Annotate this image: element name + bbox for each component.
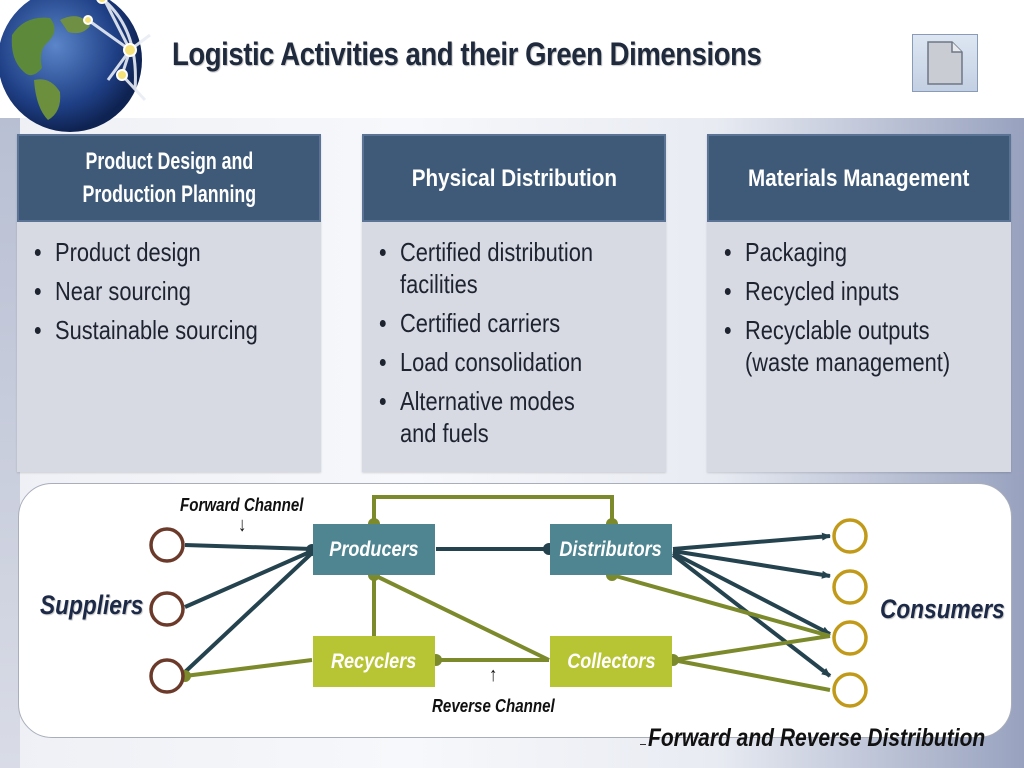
reverse-links	[184, 495, 831, 692]
list-item: Certified distribution facilities	[379, 236, 606, 300]
diagram-caption: Forward and Reverse Distribution	[648, 724, 986, 752]
caption-rule	[640, 744, 646, 745]
supplier-nodes	[149, 527, 185, 694]
list-item: Product design	[34, 236, 319, 268]
list-item: Packaging	[724, 236, 1009, 268]
producers-node: Producers	[313, 524, 435, 575]
node-label: Distributors	[559, 537, 663, 561]
link-supplier3-producers	[183, 551, 314, 674]
panel-list: Certified distribution facilities Certif…	[362, 236, 666, 449]
link-supplier2-producers	[184, 549, 313, 609]
panel-heading-line: Materials Management	[748, 164, 970, 192]
panel-materials-management: Materials Management Packaging Recycled …	[707, 134, 1011, 472]
recyclers-node: Recyclers	[313, 636, 435, 687]
document-button[interactable]	[912, 34, 978, 92]
link-supplier1-producers	[184, 543, 313, 551]
panel-heading: Physical Distribution	[362, 134, 666, 222]
link-collectors-consumer4	[672, 658, 831, 692]
supplier-node	[149, 591, 185, 627]
globe-logo	[0, 0, 151, 132]
forward-channel-label: Forward Channel	[180, 495, 304, 515]
link-top-loop	[372, 495, 614, 524]
forward-channel-arrow: ↓	[238, 514, 247, 536]
consumer-node	[832, 569, 868, 605]
list-item: Recycled inputs	[724, 275, 1009, 307]
suppliers-label: Suppliers	[40, 590, 144, 620]
panel-list: Packaging Recycled inputs Recyclable out…	[707, 236, 1011, 378]
link-collectors-consumer3	[672, 634, 831, 662]
link-distributors-consumer3	[672, 551, 831, 636]
list-item: Alternative modes and fuels	[379, 385, 606, 449]
consumer-node	[832, 672, 868, 708]
link-recyclers-supplier3	[184, 658, 313, 678]
background-band-edge	[0, 118, 20, 768]
reverse-channel-arrow: ↑	[489, 664, 498, 686]
panel-heading-line: Product Design and	[85, 148, 253, 175]
panel-heading-line: Production Planning	[82, 181, 256, 208]
consumers-label: Consumers	[880, 594, 1005, 624]
consumer-nodes	[832, 518, 868, 708]
node-label: Recyclers	[331, 649, 417, 673]
consumer-node	[832, 518, 868, 554]
reverse-channel-label: Reverse Channel	[432, 696, 555, 716]
collectors-node: Collectors	[550, 636, 672, 687]
panel-heading-line: Physical Distribution	[411, 164, 617, 192]
list-item: Sustainable sourcing	[34, 314, 319, 346]
list-item: Recyclable outputs (waste management)	[724, 314, 968, 378]
link-distributors-consumer2	[672, 549, 831, 579]
supplier-node	[149, 527, 185, 563]
panel-heading: Materials Management	[707, 134, 1011, 222]
list-item: Certified carriers	[379, 307, 664, 339]
link-producers-collectors	[373, 573, 550, 662]
distributors-node: Distributors	[550, 524, 672, 575]
consumer-node	[832, 620, 868, 656]
panel-physical-distribution: Physical Distribution Certified distribu…	[362, 134, 666, 472]
document-icon	[927, 41, 963, 85]
list-item: Load consolidation	[379, 346, 664, 378]
slide-title: Logistic Activities and their Green Dime…	[172, 36, 762, 72]
node-label: Collectors	[566, 649, 656, 673]
forward-links	[183, 532, 832, 678]
panel-list: Product design Near sourcing Sustainable…	[17, 236, 321, 346]
supplier-node	[149, 658, 185, 694]
node-label: Producers	[329, 537, 419, 561]
list-item: Near sourcing	[34, 275, 319, 307]
link-distributors-consumer1	[672, 532, 831, 551]
link-distributors-consumer3-rev	[611, 573, 831, 638]
